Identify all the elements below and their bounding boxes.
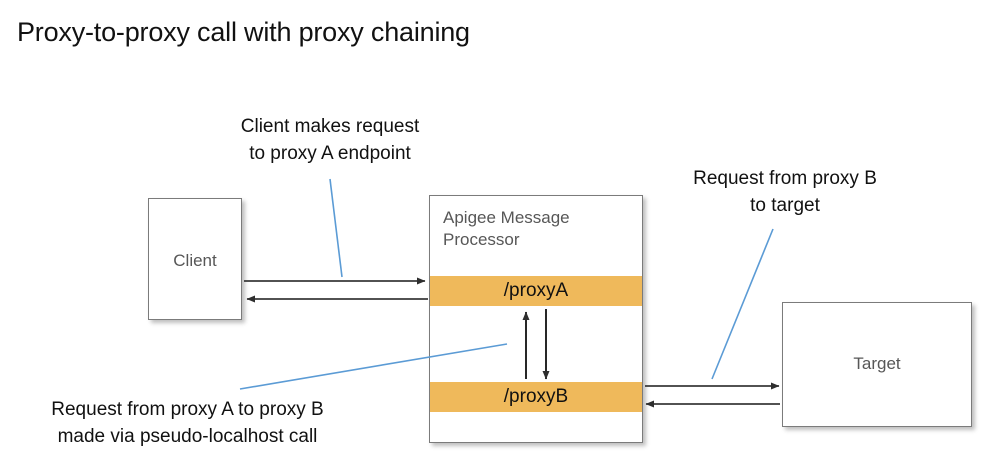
proxy-b-band: /proxyB	[430, 382, 642, 412]
leader-line-client-request	[329, 178, 343, 278]
annotation-chaining-call: Request from proxy A to proxy B made via…	[51, 399, 324, 447]
proxy-a-band: /proxyA	[430, 276, 642, 306]
leader-line-target-request	[711, 228, 774, 380]
node-client-label: Client	[173, 251, 217, 270]
proxy-b-label: /proxyB	[503, 386, 569, 407]
page-title: Proxy-to-proxy call with proxy chaining	[17, 17, 470, 47]
annotation-target-request: Request from proxy B to target	[693, 168, 877, 216]
proxy-a-label: /proxyA	[503, 280, 569, 301]
node-client	[148, 198, 242, 320]
node-message-processor-label: Apigee Message Processor	[443, 208, 570, 249]
node-target	[782, 302, 972, 427]
annotation-client-request: Client makes request to proxy A endpoint	[240, 116, 420, 164]
node-target-label: Target	[853, 354, 901, 373]
